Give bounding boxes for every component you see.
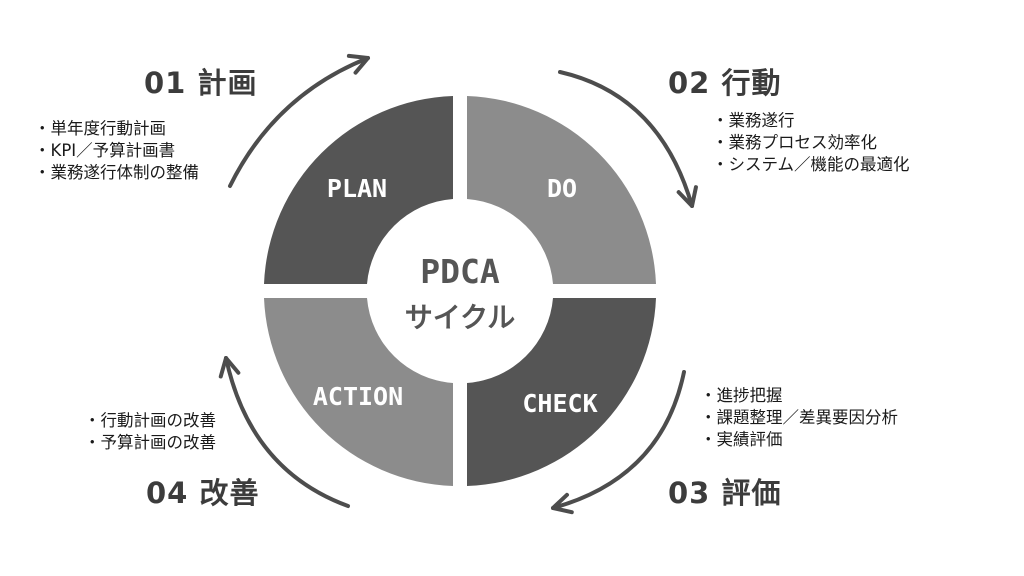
plan-label: PLAN <box>327 174 387 203</box>
list-item: 課題整理／差異要因分析 <box>700 407 899 429</box>
step-action-title: 04 改善 <box>146 476 260 510</box>
list-item: システム／機能の最適化 <box>712 154 910 176</box>
list-item: 単年度行動計画 <box>34 118 199 140</box>
do-quadrant <box>467 96 656 284</box>
center-subtitle: サイクル <box>405 301 516 334</box>
arrow-check-to-action <box>551 370 686 515</box>
center-title: PDCA <box>420 252 500 291</box>
do-label: DO <box>547 174 577 203</box>
plan-quadrant <box>264 96 453 284</box>
list-item: 実績評価 <box>700 429 898 451</box>
list-item: 業務プロセス効率化 <box>712 132 910 154</box>
list-item: KPI／予算計画書 <box>34 140 199 162</box>
action-label: ACTION <box>313 382 403 411</box>
step-check-items: 進捗把握 課題整理／差異要因分析 実績評価 <box>700 385 899 451</box>
check-label: CHECK <box>522 389 597 418</box>
check-quadrant <box>467 298 656 486</box>
list-item: 進捗把握 <box>700 385 898 407</box>
step-action-items: 行動計画の改善 予算計画の改善 <box>84 410 217 454</box>
step-check-title: 03 評価 <box>668 476 782 510</box>
list-item: 業務遂行 <box>712 110 910 132</box>
list-item: 業務遂行体制の整備 <box>34 162 200 184</box>
arrow-plan-to-do <box>228 53 370 188</box>
arrow-do-to-check <box>558 70 698 208</box>
list-item: 予算計画の改善 <box>84 432 217 454</box>
step-plan-items: 単年度行動計画 KPI／予算計画書 業務遂行体制の整備 <box>34 118 200 184</box>
step-plan-title: 01 計画 <box>144 66 258 100</box>
arrow-action-to-plan <box>218 356 350 508</box>
step-do-title: 02 行動 <box>668 66 782 100</box>
step-do-items: 業務遂行 業務プロセス効率化 システム／機能の最適化 <box>712 110 910 176</box>
list-item: 行動計画の改善 <box>84 410 217 432</box>
action-quadrant <box>264 298 453 486</box>
